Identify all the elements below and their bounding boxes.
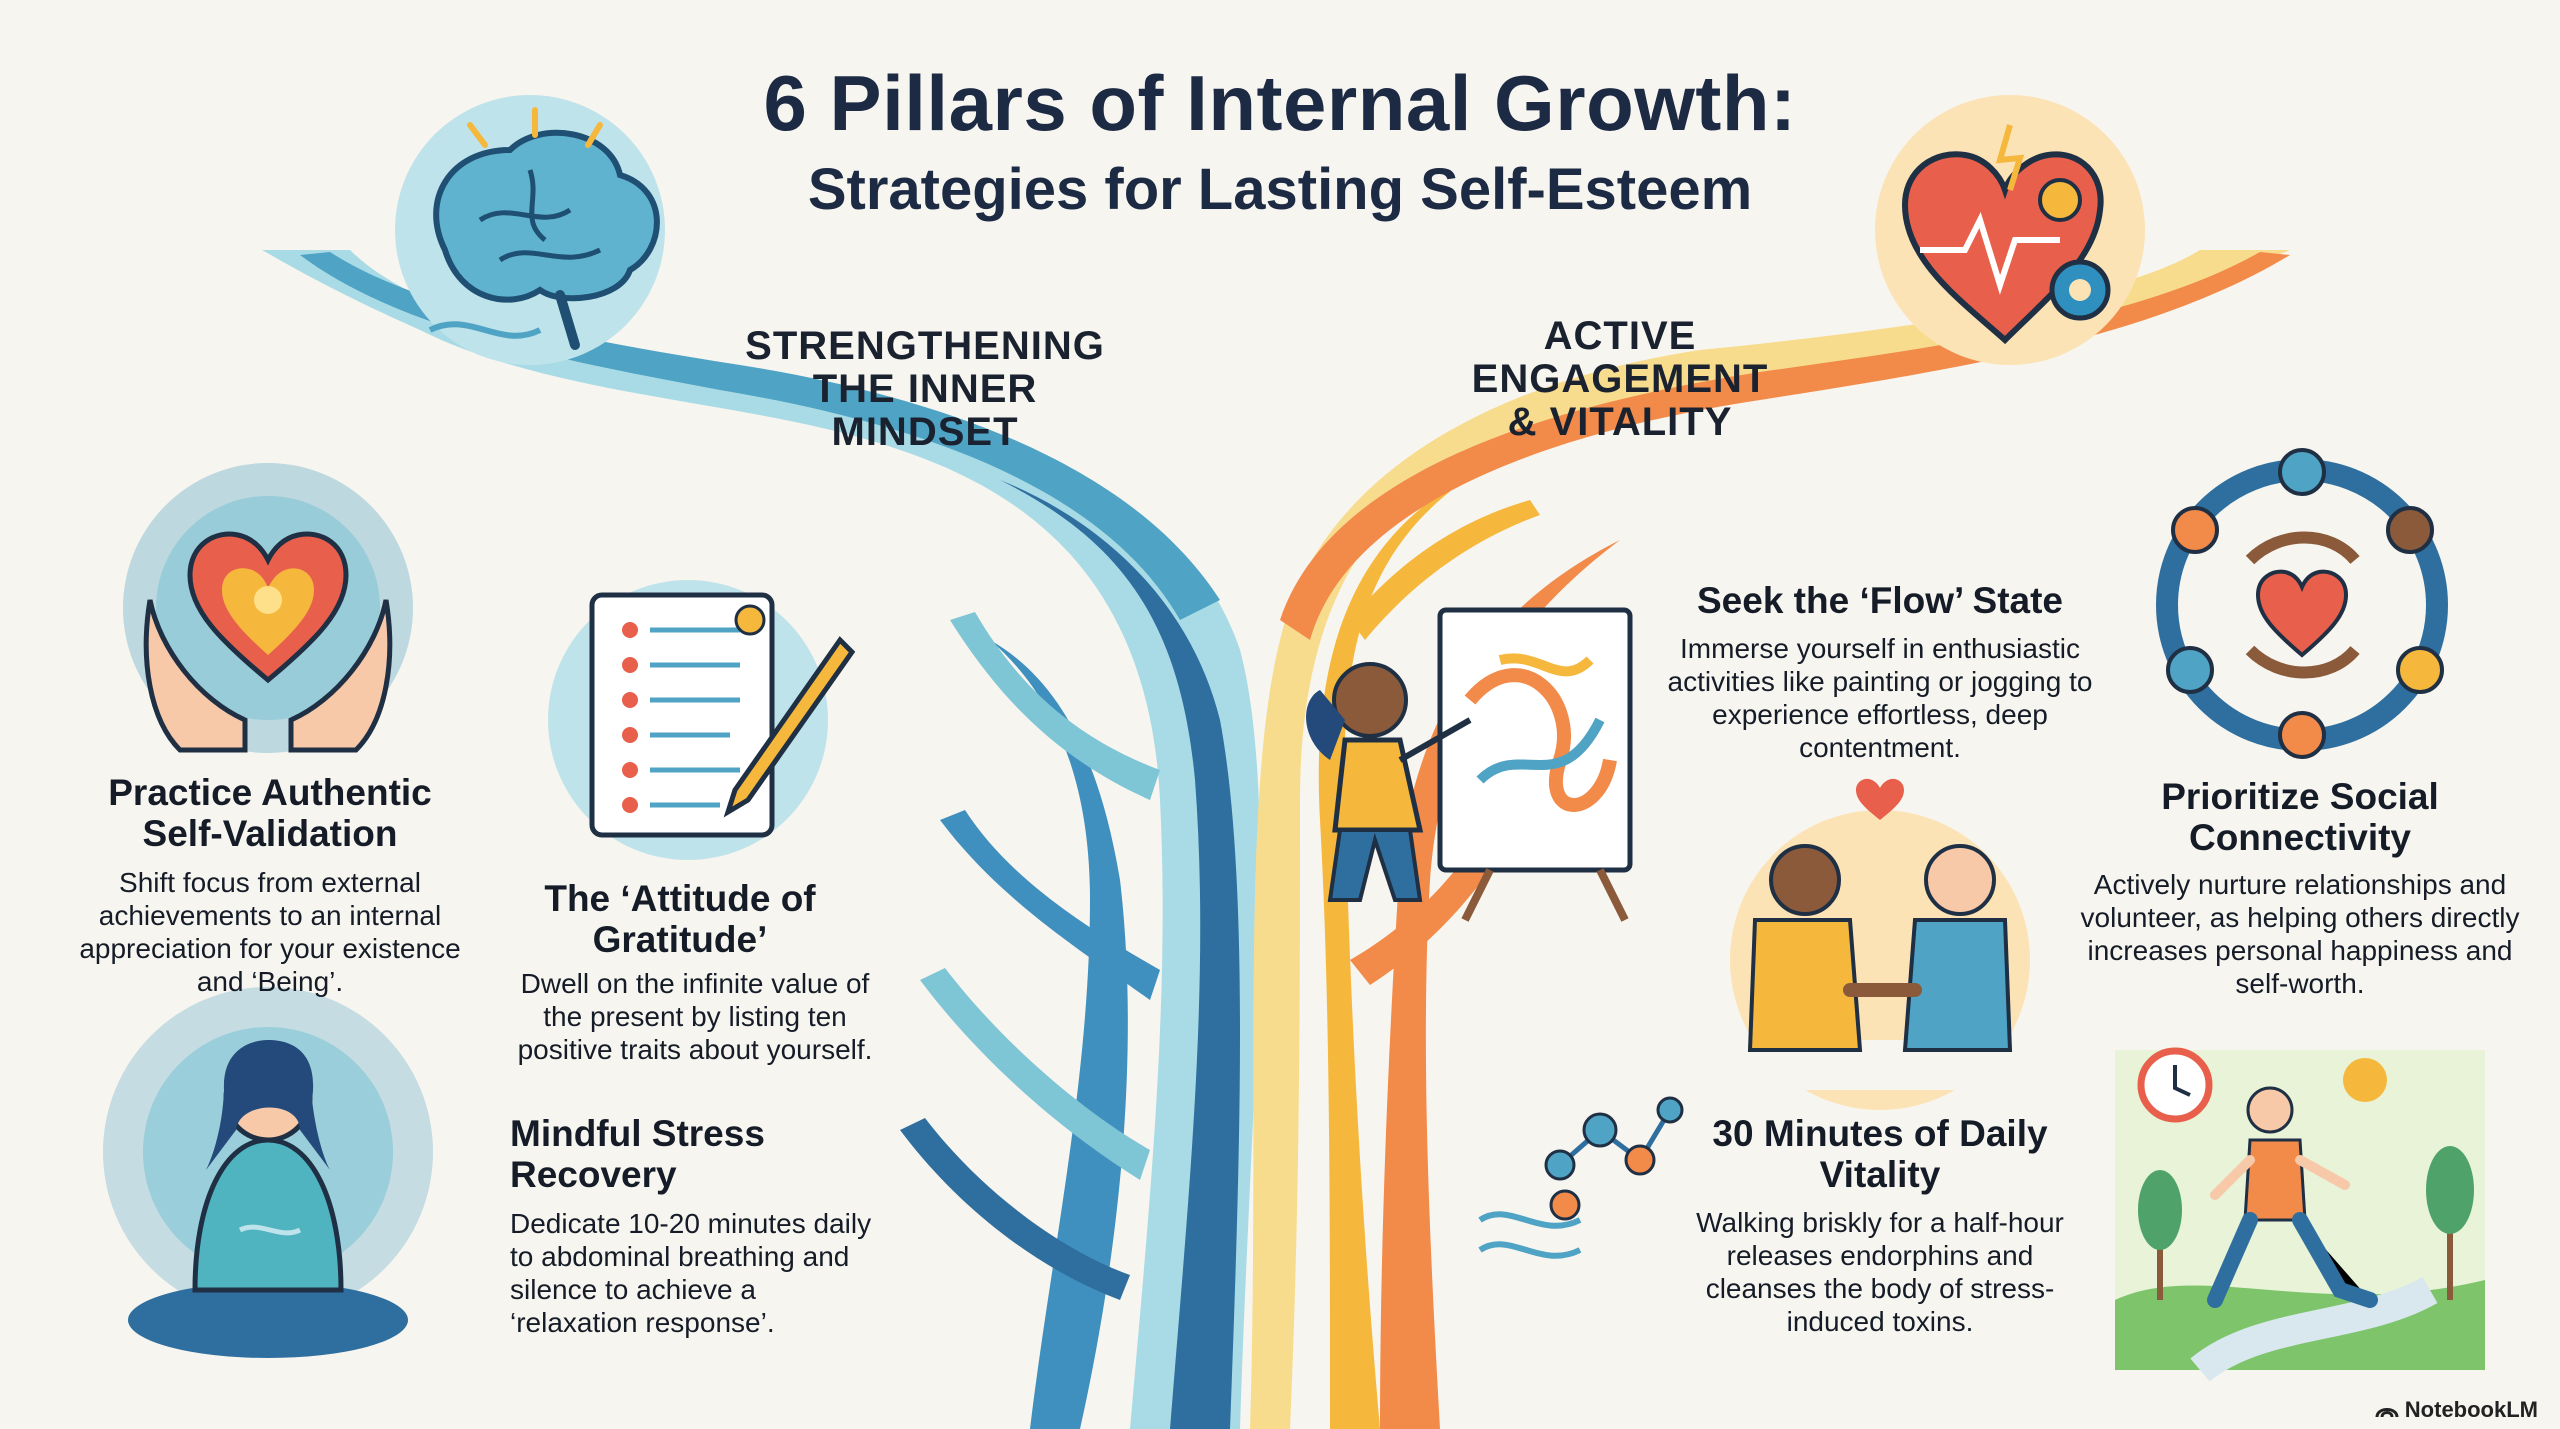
meditation-icon: [103, 987, 433, 1358]
pillar-body-vitality: Walking briskly for a half-hour releases…: [1696, 1207, 2064, 1337]
brand-watermark: NotebookLM: [2375, 1397, 2538, 1423]
gratitude-notepad-icon: [548, 580, 856, 860]
pillar-title-social: Prioritize Social Connectivity: [2161, 776, 2439, 858]
right-branch-label: ACTIVE ENGAGEMENT & VITALITY: [1471, 314, 1769, 444]
pillar-body-flow: Immerse yourself in enthusiastic activit…: [1667, 633, 2093, 763]
pillar-title-flow: Seek the ‘Flow’ State: [1696, 580, 2063, 621]
page-title: 6 Pillars of Internal Growth:: [763, 59, 1797, 147]
molecule-icon: [1478, 1096, 1684, 1259]
heart-gears-icon: [1875, 95, 2145, 365]
painter-icon: [1306, 607, 1633, 922]
friends-helping-icon: [1730, 778, 2030, 1110]
runner-icon: [2115, 1047, 2485, 1382]
brain-icon: [395, 95, 665, 365]
notebooklm-logo-icon: [2375, 1408, 2399, 1418]
left-branch-label: STRENGTHENING THE INNER MINDSET: [745, 324, 1105, 454]
heart-in-hands-icon: [123, 463, 413, 753]
pillar-body-self-validation: Shift focus from external achievements t…: [79, 867, 461, 997]
pillar-title-self-validation: Practice Authentic Self-Validation: [108, 772, 432, 854]
pillar-body-social: Actively nurture relationships and volun…: [2080, 869, 2520, 999]
pillar-title-gratitude: The ‘Attitude of Gratitude’: [544, 878, 816, 960]
pillar-body-stress-recovery: Dedicate 10-20 minutes daily to abdomina…: [510, 1208, 872, 1338]
pillar-title-stress-recovery: Mindful Stress Recovery: [510, 1113, 765, 1195]
community-circle-icon: [2156, 448, 2448, 759]
pillar-body-gratitude: Dwell on the infinite value of the prese…: [517, 968, 873, 1065]
pillar-title-vitality: 30 Minutes of Daily Vitality: [1712, 1113, 2048, 1195]
page-subtitle: Strategies for Lasting Self-Esteem: [807, 157, 1753, 222]
